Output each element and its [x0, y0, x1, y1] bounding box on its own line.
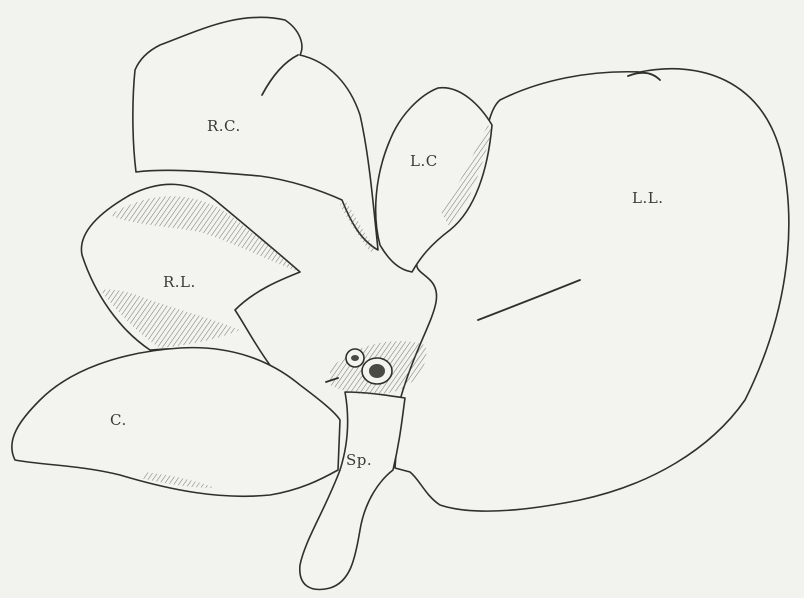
label-right-central: R.C. — [207, 117, 241, 135]
label-right-lateral: R.L. — [163, 273, 196, 291]
label-left-lateral: L.L. — [632, 189, 663, 207]
caudate-lobe — [12, 348, 340, 497]
label-left-central: L.C — [410, 152, 438, 170]
label-spigelian: Sp. — [346, 451, 372, 469]
label-caudate: C. — [110, 411, 127, 429]
